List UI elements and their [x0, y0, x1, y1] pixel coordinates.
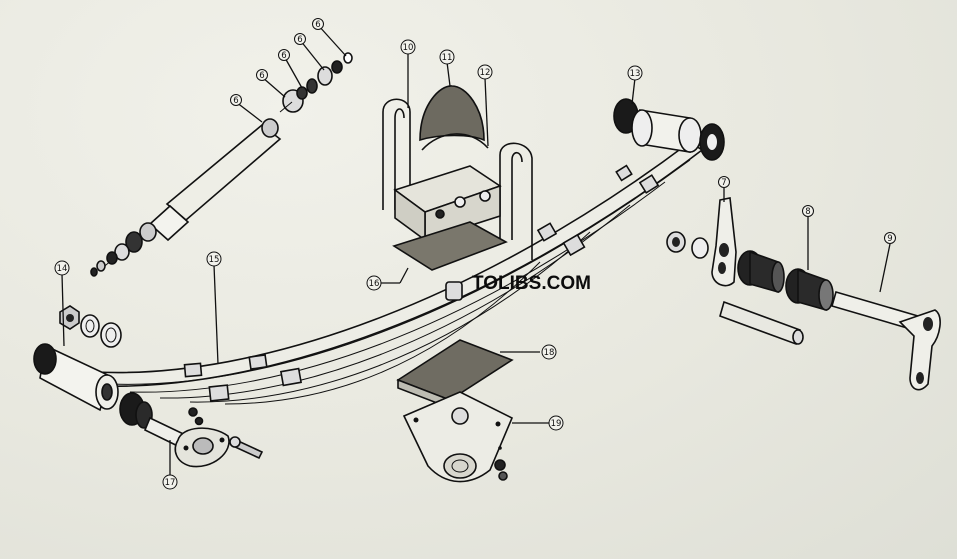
front-spring-eye-bushing: [33, 343, 119, 412]
callout-circle: [802, 205, 814, 217]
callout-number: 6: [259, 71, 264, 81]
callout-number: 14: [57, 264, 68, 274]
callout-c8: 8: [802, 205, 814, 217]
callout-number: 17: [165, 478, 176, 488]
callout-c18: 18: [541, 344, 557, 360]
callout-circle: [256, 69, 268, 81]
callout-number: 12: [480, 68, 491, 78]
callout-circle: [541, 344, 557, 360]
callout-circle: [718, 176, 730, 188]
callout-c6c: 6: [278, 49, 290, 61]
bump-stop: [419, 85, 489, 151]
axle-bracket: [402, 391, 514, 483]
callout-c9: 9: [884, 232, 896, 244]
callout-circle: [548, 415, 564, 431]
callout-c7: 7: [718, 176, 730, 188]
leaf-spring: [94, 141, 704, 405]
callout-number: 13: [630, 69, 641, 79]
callout-c16: 16: [366, 275, 382, 291]
callout-leaders: [61, 24, 891, 478]
callout-c12: 12: [477, 64, 493, 80]
shock-absorber: [90, 52, 353, 277]
callout-number: 19: [551, 419, 562, 429]
callout-number: 6: [281, 51, 286, 61]
callout-circle: [477, 64, 493, 80]
callout-circle: [366, 275, 382, 291]
callout-c13: 13: [627, 65, 643, 81]
callout-number: 9: [887, 234, 892, 244]
callout-number: 6: [315, 20, 320, 30]
u-bolts: [382, 98, 533, 260]
callout-c6b: 6: [256, 69, 268, 81]
callout-circle: [278, 49, 290, 61]
rear-spring-eye-bushing: [613, 98, 725, 161]
callout-number: 11: [442, 53, 453, 63]
callout-c6e: 6: [312, 18, 324, 30]
callout-labels: 6 6 6 6 6 7 8 9 10 11 12 13 14 15 16 17 18 19: [54, 18, 896, 490]
callout-circle: [400, 39, 416, 55]
callout-circle: [884, 232, 896, 244]
callout-number: 15: [209, 255, 220, 265]
callout-circle: [312, 18, 324, 30]
callout-circle: [162, 474, 178, 490]
callout-c17: 17: [162, 474, 178, 490]
callout-number: 7: [721, 178, 726, 188]
callout-c19: 19: [548, 415, 564, 431]
washer-set-left: [59, 305, 122, 348]
callout-c6a: 6: [230, 94, 242, 106]
watermark-text: TOLIBS.COM: [472, 273, 591, 294]
shackle-plate: [666, 197, 804, 346]
callout-circle: [206, 251, 222, 267]
shackle-bolt: [831, 291, 941, 391]
callout-number: 18: [544, 348, 555, 358]
callout-number: 8: [805, 207, 810, 217]
spring-seat-plate: [392, 165, 508, 271]
callout-number: 6: [297, 35, 302, 45]
callout-circle: [627, 65, 643, 81]
callout-c14: 14: [54, 260, 70, 276]
shackle-bushings: [737, 250, 834, 312]
callout-circle: [54, 260, 70, 276]
callout-circle: [230, 94, 242, 106]
callout-c15: 15: [206, 251, 222, 267]
callout-number: 16: [369, 279, 380, 289]
callout-number: 6: [233, 96, 238, 106]
callout-circle: [439, 49, 455, 65]
shackle-pin-assembly: [119, 392, 264, 468]
callout-c6d: 6: [294, 33, 306, 45]
callout-circle: [294, 33, 306, 45]
callout-c11: 11: [439, 49, 455, 65]
callout-number: 10: [403, 43, 414, 53]
callout-c10: 10: [400, 39, 416, 55]
